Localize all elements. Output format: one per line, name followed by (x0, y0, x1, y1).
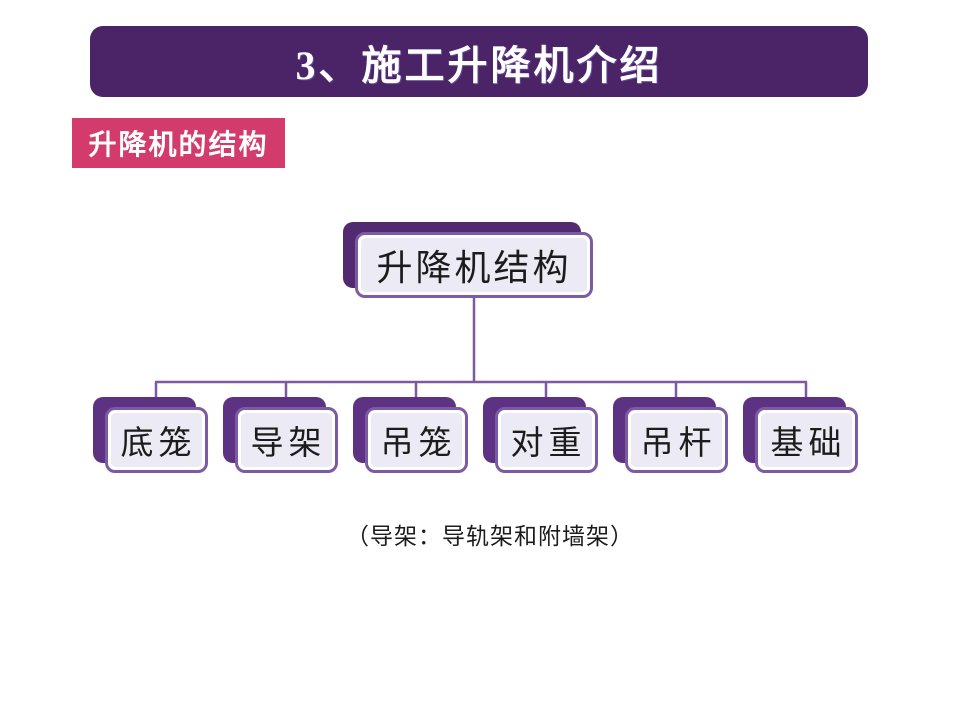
child-node-4-label: 吊杆 (631, 413, 722, 467)
child-node-5-card: 基础 (755, 407, 858, 473)
child-node-2-card: 吊笼 (365, 407, 468, 473)
child-node-5-label: 基础 (761, 413, 852, 467)
child-node-2: 吊笼 (353, 397, 480, 483)
root-node-label: 升降机结构 (361, 238, 587, 292)
child-node-4-card: 吊杆 (625, 407, 728, 473)
child-node-3-card: 对重 (495, 407, 598, 473)
child-node-0: 底笼 (93, 397, 220, 483)
child-node-0-label: 底笼 (111, 413, 202, 467)
slide-title: 3、施工升降机介绍 (295, 42, 663, 88)
child-node-3: 对重 (483, 397, 610, 483)
child-node-5: 基础 (743, 397, 870, 483)
child-node-0-card: 底笼 (105, 407, 208, 473)
slide-title-bar: 3、施工升降机介绍 (90, 26, 868, 97)
diagram-caption: （导架：导轨架和附墙架） (346, 524, 634, 549)
child-node-2-label: 吊笼 (371, 413, 462, 467)
child-node-1: 导架 (223, 397, 350, 483)
child-node-1-label: 导架 (241, 413, 332, 467)
section-label: 升降机的结构 (72, 118, 285, 168)
child-node-4: 吊杆 (613, 397, 740, 483)
root-node: 升降机结构 (343, 222, 605, 308)
child-node-1-card: 导架 (235, 407, 338, 473)
section-label-text: 升降机的结构 (88, 130, 269, 161)
child-node-3-label: 对重 (501, 413, 592, 467)
root-node-card: 升降机结构 (355, 232, 593, 298)
